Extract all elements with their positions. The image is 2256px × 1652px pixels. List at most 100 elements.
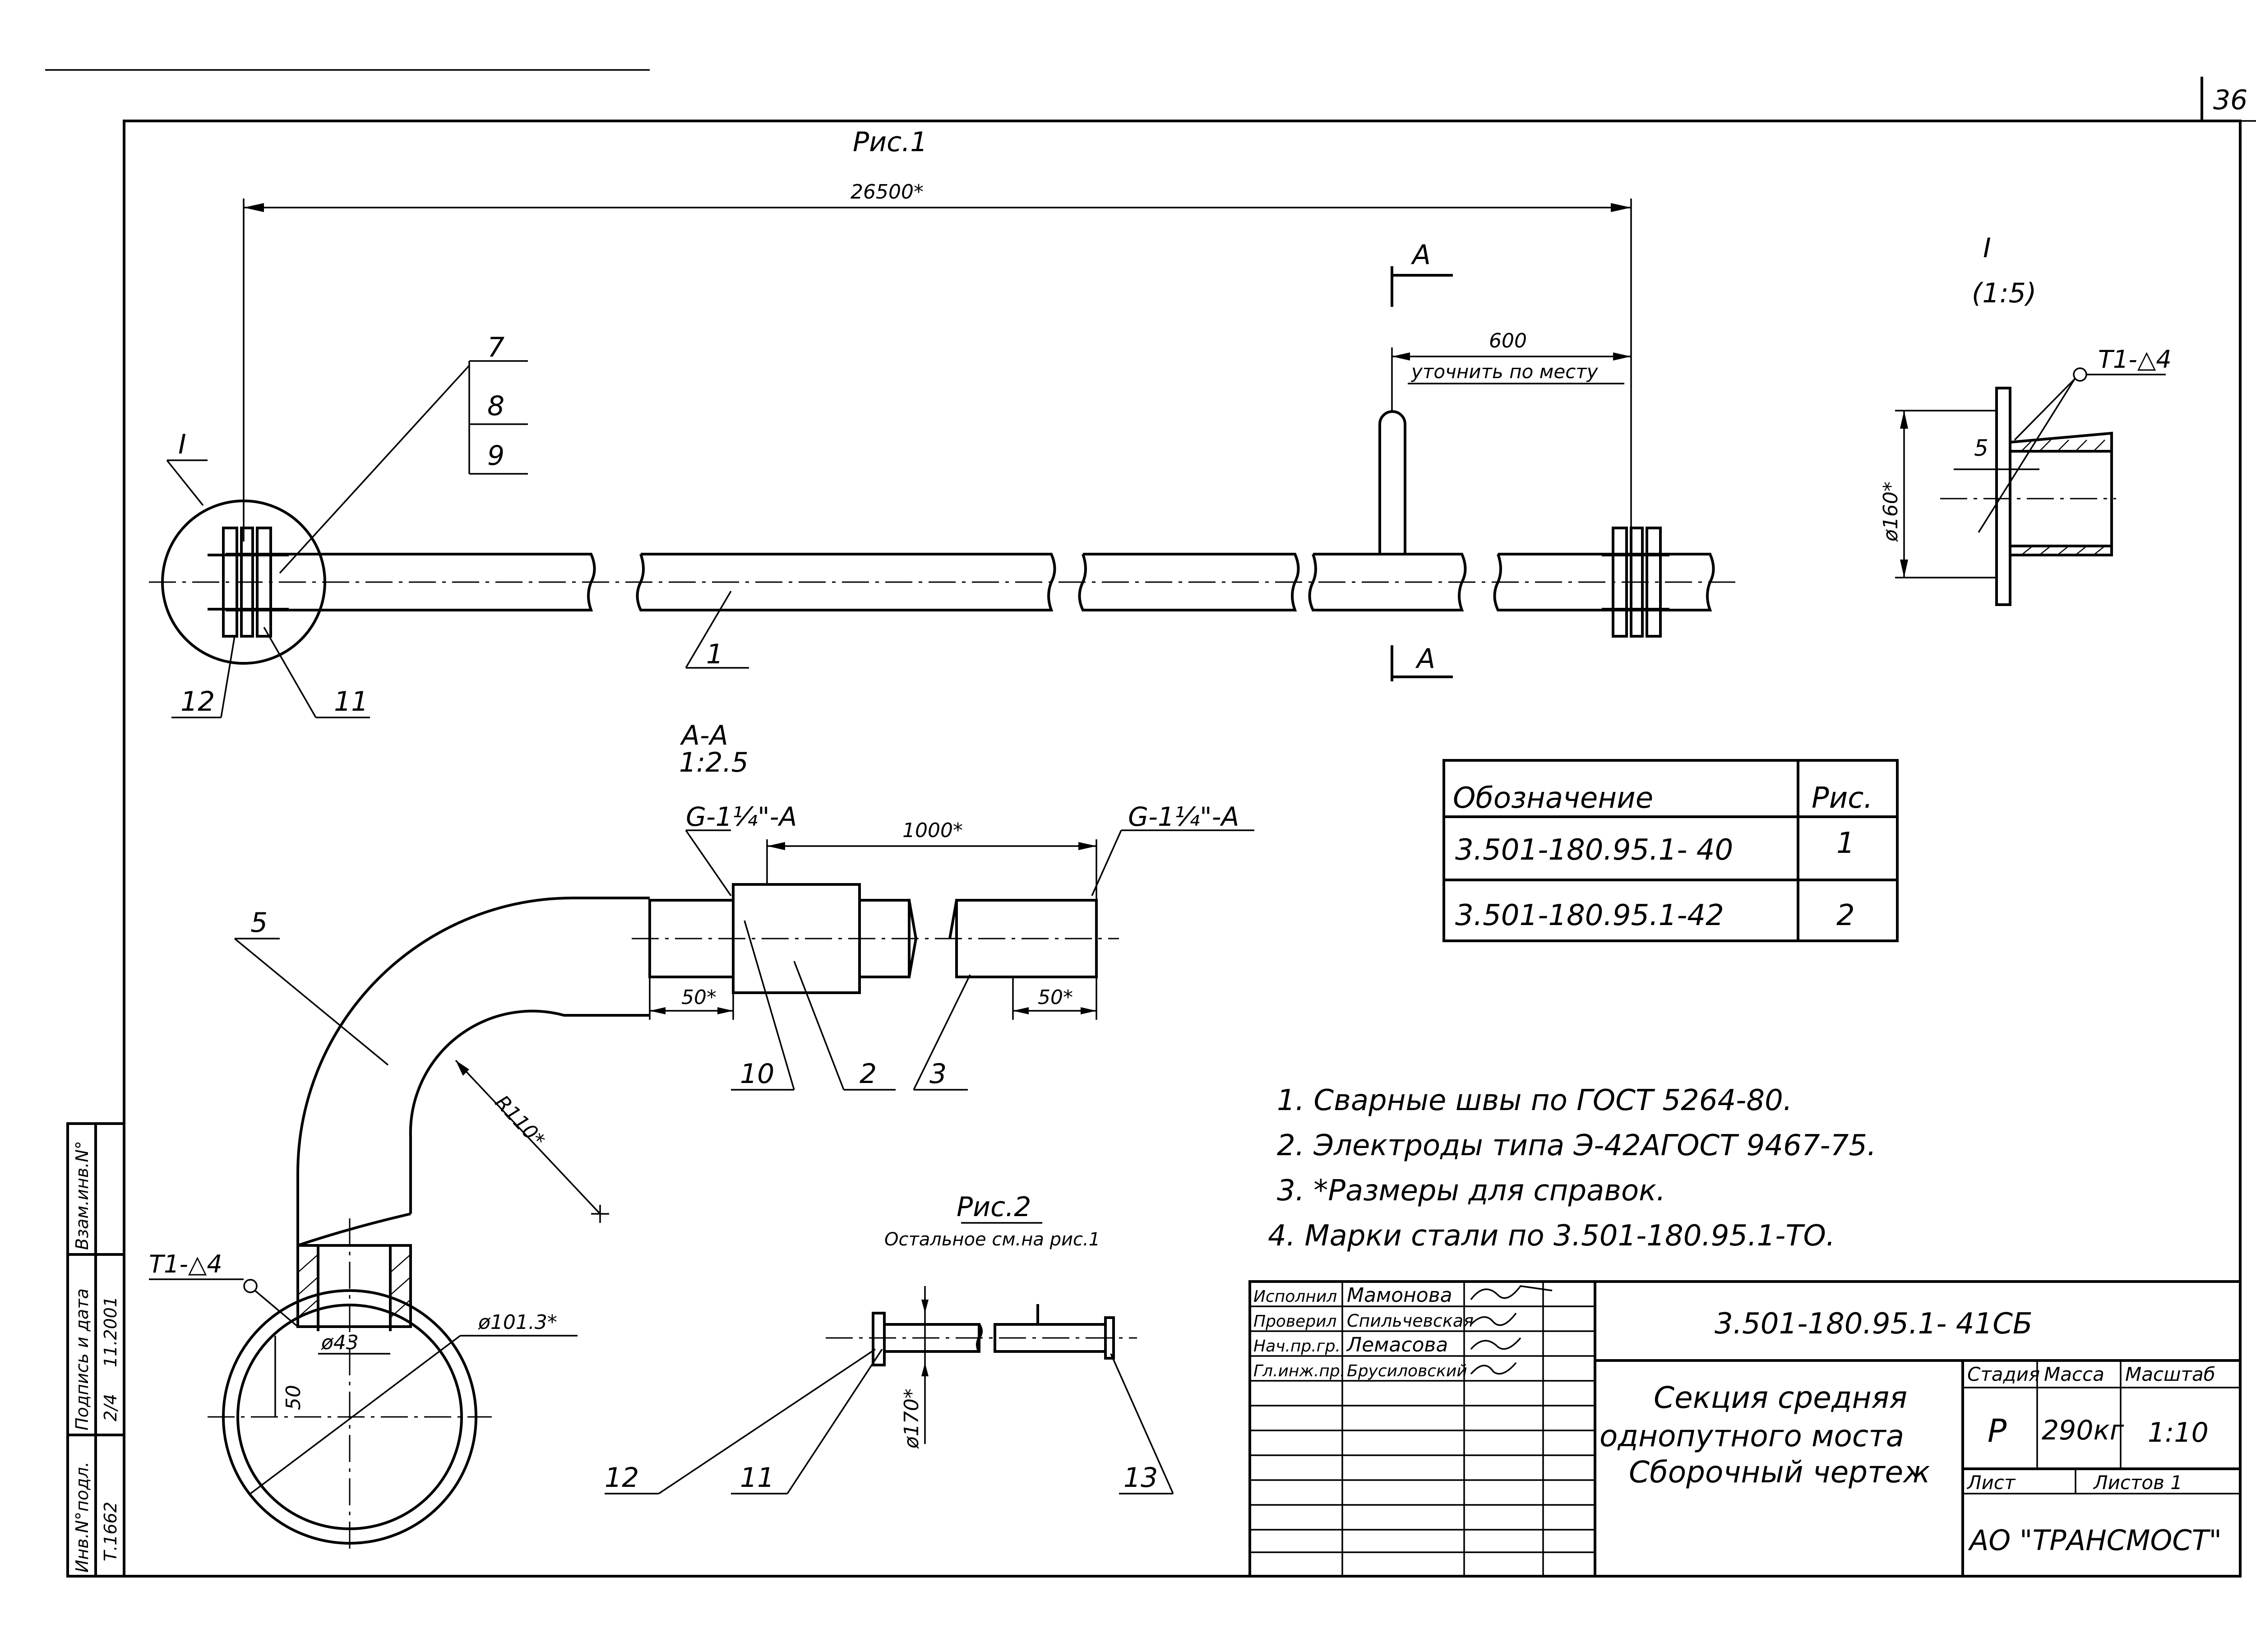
dim-1000: 1000*	[902, 819, 963, 842]
tb-header-scale: Масштаб	[2125, 1363, 2215, 1385]
callout-1: 1	[685, 591, 749, 670]
tb-name-3: Лемасова	[1346, 1333, 1448, 1356]
section-AA-scale: 1:2.5	[679, 747, 749, 778]
table-row-1-fig: 1	[1836, 827, 1855, 860]
callout-10: 10	[740, 1058, 774, 1090]
fig2-callout-11: 11	[740, 1462, 774, 1494]
fig1-view: Рис.1 26500*	[149, 126, 1742, 718]
fig2-dia: ø170*	[900, 1388, 923, 1449]
table-row-2-code: 3.501-180.95.1-42	[1455, 899, 1724, 932]
handle-stand	[1378, 410, 1406, 554]
bent-pipe-break	[297, 1212, 411, 1247]
callout-7: 7	[487, 332, 504, 363]
tb-title-line-3: Сборочный чертеж	[1629, 1455, 1930, 1490]
callout-9: 9	[487, 440, 504, 472]
dia-43: ø43	[321, 1331, 359, 1354]
thread-left-label: G-1¼"-A	[686, 801, 797, 832]
pipe-segment-2	[636, 553, 1056, 611]
fig2-subcaption: Остальное см.на рис.1	[884, 1229, 1100, 1250]
title-block: Исполнил Мамонова Проверил Спильчевская …	[1248, 1280, 2242, 1578]
side-stamp-label-inv: Инв.N°подл.	[72, 1462, 92, 1573]
callout-8: 8	[487, 390, 504, 422]
section-mark-bottom: A	[1391, 643, 1453, 681]
side-stamp-value-date: 11.2001	[101, 1296, 120, 1367]
fig2-callout-12: 12	[605, 1462, 639, 1494]
signature-4	[1470, 1362, 1517, 1375]
tb-role-3: Нач.пр.гр.	[1253, 1337, 1341, 1356]
pipe-segment-5	[1493, 553, 1715, 611]
section-mark-top-label: A	[1410, 239, 1431, 271]
overall-dimension: 26500*	[243, 180, 1632, 541]
table-row-1-code: 3.501-180.95.1- 40	[1455, 833, 1733, 867]
note-3: 3. *Размеры для справок.	[1277, 1174, 1665, 1208]
detail-I-weld: Т1-△4	[2098, 345, 2172, 374]
table-row-2-fig: 2	[1836, 899, 1855, 932]
detail-I-title: I	[1983, 232, 1991, 264]
tb-value-stage: Р	[1988, 1412, 2007, 1449]
note-4: 4. Марки стали по 3.501-180.95.1-ТО.	[1268, 1219, 1835, 1253]
fig2-view: Рис.2 Остальное см.на рис.1 ø170* 12 11 …	[605, 1191, 1174, 1495]
side-stamp-value-inv: Т.1662	[101, 1502, 120, 1561]
tb-company: АО "ТРАНСМОСТ"	[1968, 1524, 2222, 1557]
section-mark-top: A	[1391, 239, 1453, 307]
fitting-dimension: 600 уточнить по месту	[1391, 329, 1631, 411]
section-weld: Т1-△4	[149, 1250, 222, 1278]
tb-doc-code: 3.501-180.95.1- 41СБ	[1715, 1307, 2033, 1341]
callout-12: 12	[180, 686, 215, 717]
signature-2	[1470, 1312, 1517, 1326]
notes: 1. Сварные швы по ГОСТ 5264-80. 2. Элект…	[1268, 1084, 1876, 1253]
dim-50-vertical: 50	[282, 1385, 305, 1410]
tb-name-4: Брусиловский	[1347, 1362, 1467, 1380]
side-stamp-label-sign: Подпись и дата	[72, 1288, 92, 1430]
left-flange-joint	[161, 500, 326, 665]
callout-1-label: 1	[706, 639, 723, 670]
table-header-fig: Рис.	[1812, 782, 1873, 815]
detail-I-scale: (1:5)	[1972, 278, 2036, 309]
tb-title-line-1: Секция средняя	[1654, 1380, 1907, 1415]
tb-role-2: Проверил	[1253, 1312, 1337, 1331]
fig1-caption: Рис.1	[853, 126, 927, 158]
note-1: 1. Сварные швы по ГОСТ 5264-80.	[1277, 1084, 1792, 1117]
note-2: 2. Электроды типа Э-42АГОСТ 9467-75.	[1277, 1129, 1876, 1162]
section-mark-bottom-label: A	[1415, 643, 1435, 675]
designation-table: Обозначение Рис. 3.501-180.95.1- 40 1 3.…	[1442, 759, 1899, 942]
tb-title-line-2: однопутного моста	[1600, 1419, 1904, 1453]
tb-value-mass: 290кг	[2042, 1415, 2124, 1446]
tb-sheet-label: Лист	[1966, 1472, 2016, 1494]
callout-5: 5	[250, 907, 268, 939]
fig2-callout-13: 13	[1123, 1462, 1158, 1494]
side-stamp-label-replace: Взам.инв.N°	[72, 1141, 92, 1250]
radius-label: R110*	[490, 1091, 549, 1152]
pipe-segment-1	[226, 553, 596, 611]
callout-2: 2	[860, 1058, 877, 1090]
signature-1	[1470, 1285, 1553, 1300]
callout-7-8-9: 7 8 9	[279, 332, 528, 574]
tb-role-4: Гл.инж.пр.	[1253, 1362, 1345, 1380]
side-stamp-value-sign: 2/4	[101, 1394, 120, 1421]
side-stamp: Инв.N°подл. Подпись и дата Взам.инв.N° Т…	[66, 1122, 125, 1578]
pipe-segment-3	[1078, 553, 1300, 611]
dim-50-left: 50*	[681, 986, 717, 1009]
overall-dim-text: 26500*	[851, 180, 924, 204]
detail-I-gap: 5	[1974, 435, 1988, 461]
tb-sheets-label: Листов 1	[2093, 1472, 2182, 1494]
tb-role-1: Исполнил	[1253, 1287, 1337, 1306]
table-header-code: Обозначение	[1453, 782, 1653, 815]
tb-name-1: Мамонова	[1347, 1284, 1452, 1307]
callout-12-11: 12 11	[171, 627, 370, 718]
dim-50-right: 50*	[1038, 986, 1073, 1009]
detail-I: I (1:5) ø160* 5	[1879, 232, 2172, 606]
detail-I-ref: I	[178, 429, 186, 460]
section-AA-title: A-A	[680, 720, 728, 751]
section-AA: A-A 1:2.5 G-1¼"-A G-1¼"-A 1000*	[149, 720, 1254, 1552]
pipe-segment-4	[1308, 553, 1467, 611]
detail-I-dia: ø160*	[1879, 481, 1902, 542]
tb-header-mass: Масса	[2044, 1363, 2104, 1385]
signature-3	[1470, 1337, 1521, 1350]
detail-I-leader: I	[166, 429, 208, 506]
dia-pipe: ø101.3*	[478, 1311, 557, 1334]
callout-3: 3	[929, 1058, 947, 1090]
sheet-frame: 36	[45, 69, 2256, 1578]
thread-right-label: G-1¼"-A	[1128, 801, 1239, 832]
tb-value-scale: 1:10	[2148, 1417, 2209, 1448]
